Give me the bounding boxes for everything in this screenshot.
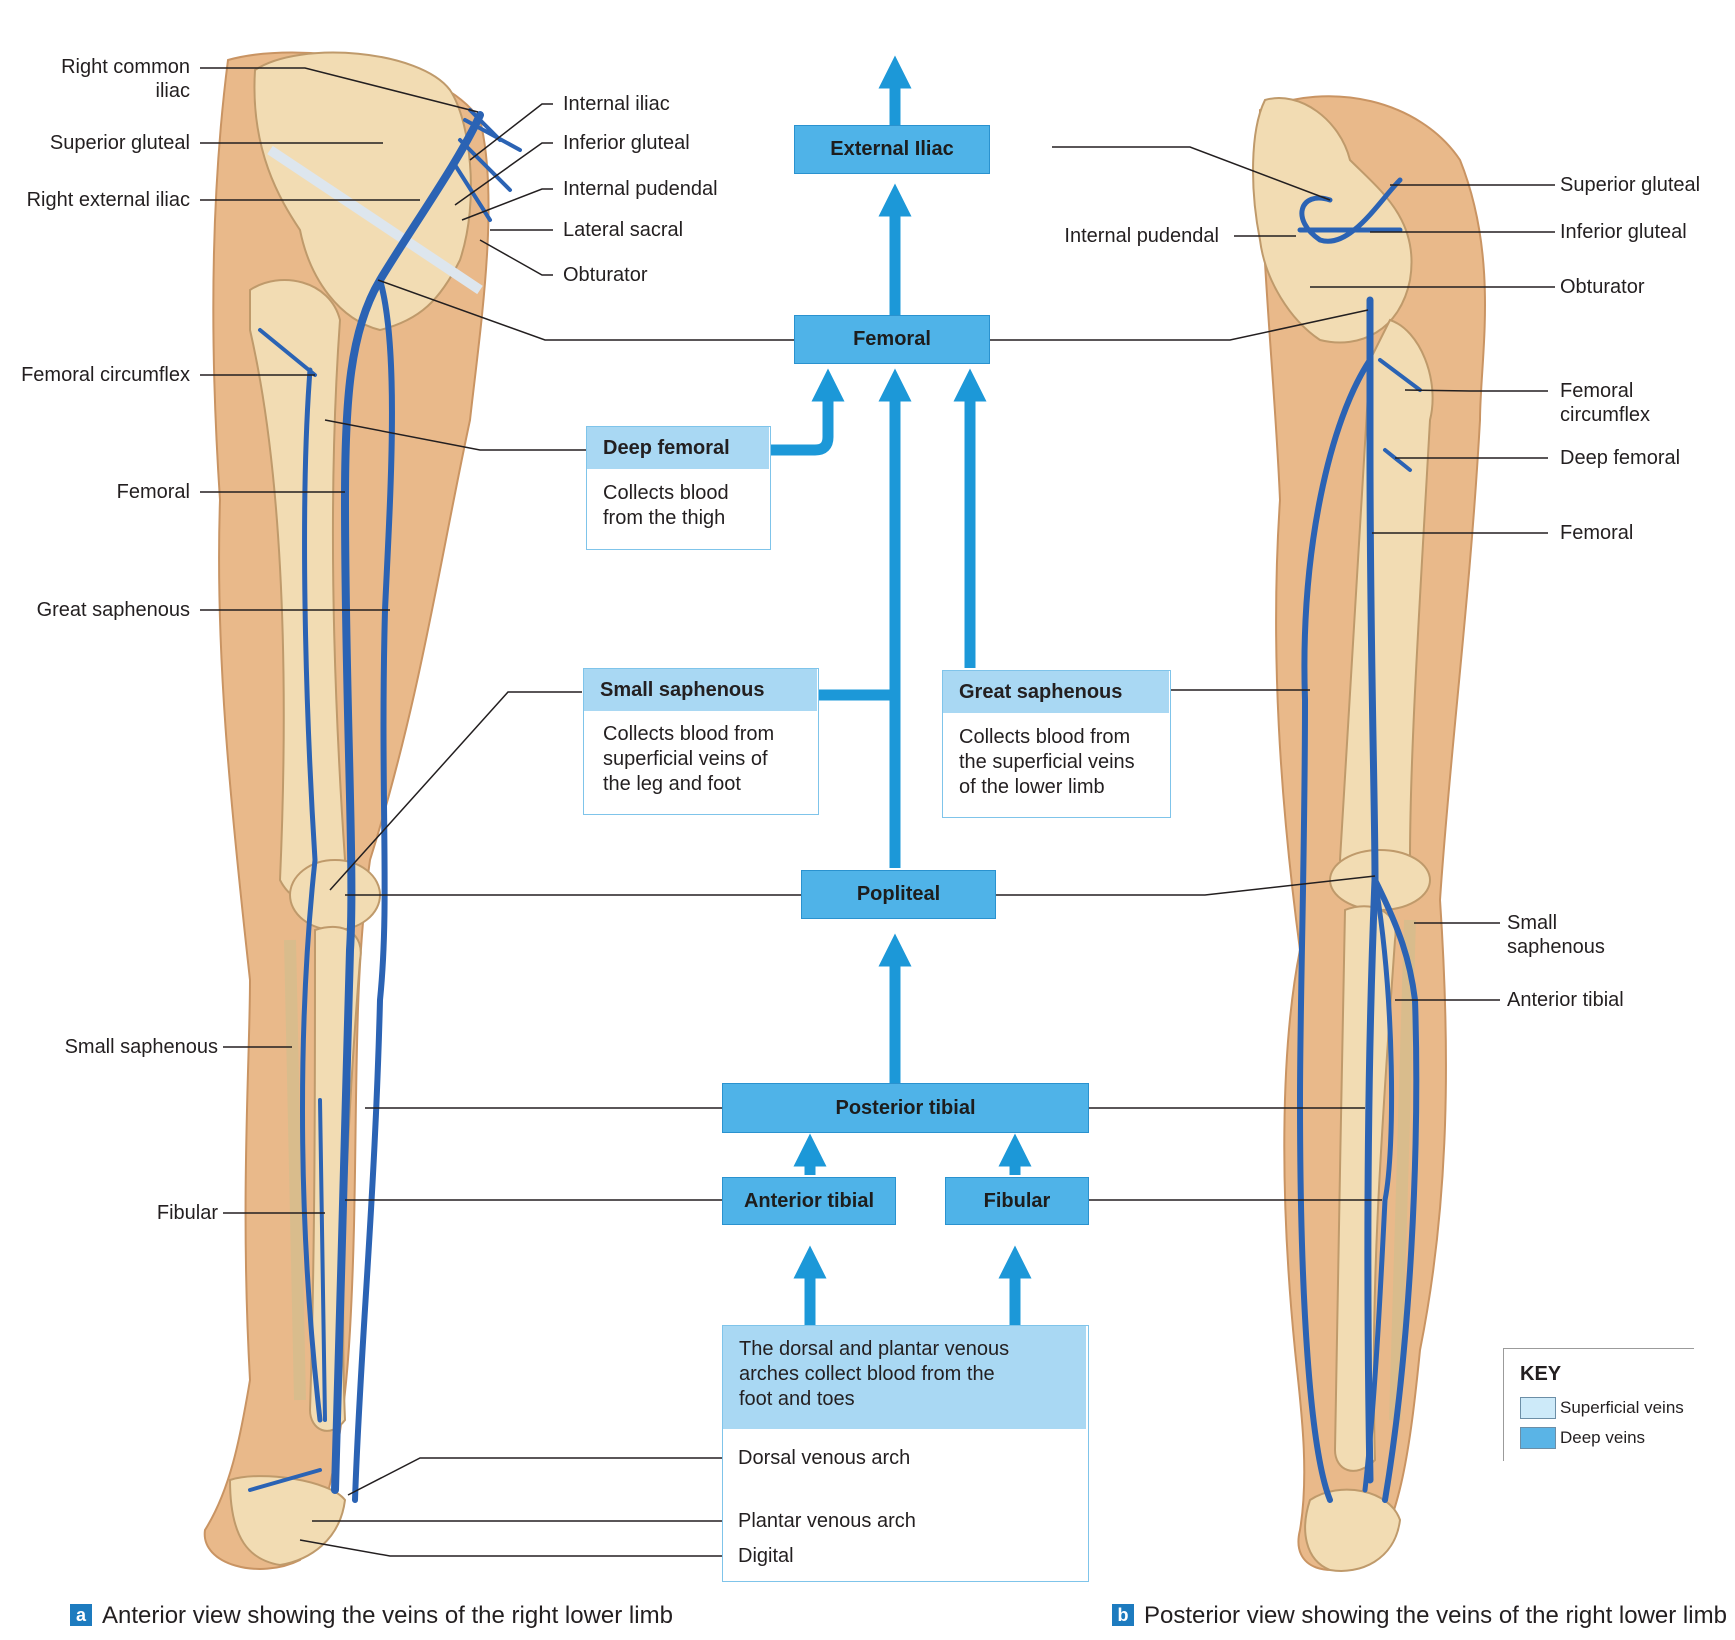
key-title: KEY [1520,1363,1561,1386]
deep-femoral-label-right: Deep femoral [1560,446,1680,470]
obturator-label-right: Obturator [1560,275,1644,299]
fibular-label-left: Fibular [157,1201,218,1225]
caption-b-text: Posterior view showing the veins of the … [1144,1602,1727,1629]
great-saphenous-card-title: Great saphenous [943,671,1169,713]
inferior-gluteal-label-mid: Inferior gluteal [563,131,690,155]
femoral-label-left: Femoral [117,480,190,504]
anterior-leg-illustration [205,53,520,1569]
internal-pudendal-label-mid: Internal pudendal [563,177,718,201]
obturator-label-mid: Obturator [563,263,647,287]
internal-iliac-label: Internal iliac [563,92,670,116]
small-saphenous-label-left: Small saphenous [65,1035,218,1059]
deep-veins-label: Deep veins [1560,1428,1645,1448]
dorsal-venous-arch-label: Dorsal venous arch [738,1446,910,1470]
fibular-box: Fibular [945,1177,1089,1225]
caption-a-tag: a [70,1604,92,1626]
posterior-leg-illustration [1253,96,1485,1571]
great-saphenous-label-left: Great saphenous [37,598,190,622]
deep-veins-swatch [1520,1427,1556,1449]
superficial-veins-label: Superficial veins [1560,1398,1684,1418]
popliteal-box: Popliteal [801,870,996,919]
posterior-tibial-box: Posterior tibial [722,1083,1089,1133]
superficial-veins-swatch [1520,1397,1556,1419]
external-iliac-box: External Iliac [794,125,990,174]
internal-pudendal-label-right: Internal pudendal [1064,224,1219,248]
femoral-circumflex-label-left: Femoral circumflex [21,363,190,387]
small-saphenous-card-title: Small saphenous [584,669,817,711]
caption-a-text: Anterior view showing the veins of the r… [102,1602,673,1629]
anterior-tibial-label-right: Anterior tibial [1507,988,1624,1012]
plantar-venous-arch-label: Plantar venous arch [738,1509,916,1533]
superior-gluteal-label-left: Superior gluteal [50,131,190,155]
caption-b-tag: b [1112,1604,1134,1626]
anterior-tibial-box: Anterior tibial [722,1177,896,1225]
lateral-sacral-label: Lateral sacral [563,218,683,242]
femoral-label-right: Femoral [1560,521,1633,545]
superior-gluteal-label-right: Superior gluteal [1560,173,1700,197]
digital-label: Digital [738,1544,794,1568]
caption-b: b Posterior view showing the veins of the… [1112,1602,1727,1630]
legend-key: KEY Superficial veins Deep veins [1503,1348,1694,1461]
right-external-iliac-label: Right external iliac [27,188,190,212]
femoral-box: Femoral [794,315,990,364]
inferior-gluteal-label-right: Inferior gluteal [1560,220,1687,244]
caption-a: a Anterior view showing the veins of the … [70,1602,673,1630]
deep-femoral-card-title: Deep femoral [587,427,769,469]
